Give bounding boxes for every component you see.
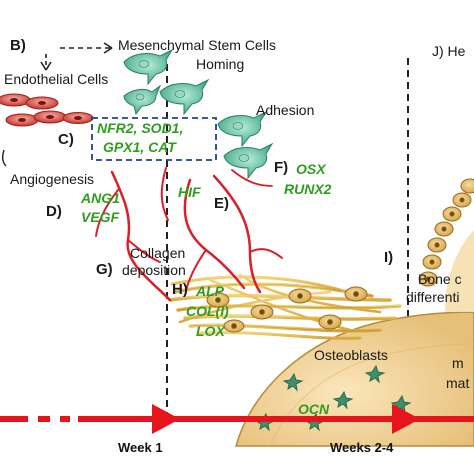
label-mesenchymal-stem-cells: Mesenchymal Stem Cells: [118, 37, 276, 53]
mesenchymal-stem-cells: [123, 48, 274, 180]
label-adhesion: Adhesion: [256, 102, 315, 118]
label-bone: Bone c: [418, 271, 462, 287]
antioxidant-gene-box: [91, 117, 217, 161]
gene-alp: ALP: [196, 283, 224, 299]
label-d: D): [46, 203, 62, 220]
label-collagen: Collagen: [130, 245, 186, 261]
msc-nuclei: [135, 60, 250, 162]
gene-col1: COL(I): [186, 303, 229, 319]
label-b: B): [10, 37, 26, 54]
gene-vegf: VEGF: [81, 209, 120, 225]
endothelial-nuclei: [10, 98, 82, 122]
gene-lox: LOX: [196, 323, 225, 339]
label-angiogenesis: Angiogenesis: [10, 171, 95, 187]
label-deposition: deposition: [122, 262, 186, 278]
label-h: H): [172, 281, 188, 298]
gene-ang1: ANG1: [81, 190, 120, 206]
gene-hif: HIF: [178, 184, 201, 200]
label-c: C): [58, 131, 74, 148]
label-fragment-m: m: [452, 355, 464, 371]
gene-runx2: RUNX2: [284, 181, 332, 197]
label-f: F): [274, 159, 289, 176]
fiber-osteoblasts: [206, 286, 368, 333]
timeline-week-1: Week 1: [118, 440, 163, 455]
label-differentiation: differenti: [406, 289, 460, 305]
right-bone-edge: [445, 230, 474, 312]
label-homing: Homing: [196, 56, 245, 72]
lining-osteoblasts: [418, 178, 474, 287]
label-j: J) He: [432, 43, 466, 59]
gene-osx: OSX: [296, 161, 326, 177]
label-g: G): [96, 261, 113, 278]
gene-gpx1-cat: GPX1, CAT: [103, 139, 176, 155]
gene-nfr2-sod1: NFR2, SOD1,: [97, 120, 184, 136]
homing-arrows: [1, 42, 113, 167]
blood-vessels: [95, 167, 283, 302]
gene-ocn: OCN: [298, 401, 330, 417]
timeline-arrow: [0, 404, 474, 434]
timeline-weeks-2-4: Weeks 2-4: [330, 440, 394, 455]
label-e: E): [214, 195, 229, 212]
label-osteoblasts: Osteoblasts: [314, 347, 388, 363]
label-endothelial-cells: Endothelial Cells: [4, 71, 109, 87]
label-i: I): [384, 249, 394, 266]
label-fragment-mat: mat: [446, 375, 470, 391]
